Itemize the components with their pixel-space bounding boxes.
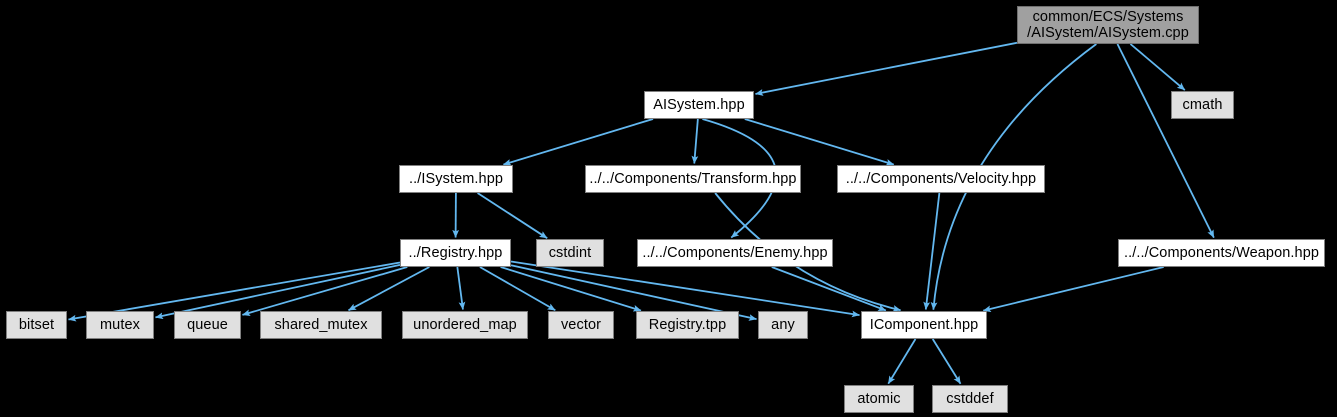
graph-node-aisystem_cpp[interactable]: common/ECS/Systems /AISystem/AISystem.cp… <box>1017 6 1199 44</box>
edge-icomponent_hpp-to-atomic <box>887 338 917 385</box>
edge-aisystem_hpp-to-isystem_hpp <box>503 118 654 166</box>
graph-node-queue[interactable]: queue <box>174 311 241 339</box>
graph-node-transform_hpp[interactable]: ../../Components/Transform.hpp <box>585 165 801 193</box>
graph-node-any[interactable]: any <box>758 311 808 339</box>
graph-node-enemy_hpp[interactable]: ../../Components/Enemy.hpp <box>637 239 833 267</box>
graph-node-velocity_hpp[interactable]: ../../Components/Velocity.hpp <box>837 165 1045 193</box>
graph-node-bitset[interactable]: bitset <box>6 311 67 339</box>
edge-aisystem_cpp-to-weapon_hpp <box>1116 43 1215 239</box>
edge-enemy_hpp-to-icomponent_hpp <box>771 266 887 312</box>
graph-node-cstddef[interactable]: cstddef <box>932 385 1008 413</box>
edge-weapon_hpp-to-icomponent_hpp <box>982 266 1164 313</box>
graph-node-unordered_map[interactable]: unordered_map <box>402 311 528 339</box>
graph-node-cstdint[interactable]: cstdint <box>536 239 604 267</box>
graph-node-isystem_hpp[interactable]: ../ISystem.hpp <box>399 165 513 193</box>
graph-node-weapon_hpp[interactable]: ../../Components/Weapon.hpp <box>1118 239 1325 267</box>
graph-node-mutex[interactable]: mutex <box>86 311 154 339</box>
edge-aisystem_hpp-to-velocity_hpp <box>744 118 895 166</box>
edge-registry_hpp-to-queue <box>242 266 408 317</box>
edge-aisystem_hpp-to-transform_hpp <box>691 118 699 164</box>
graph-node-vector[interactable]: vector <box>548 311 614 339</box>
edge-aisystem_cpp-to-aisystem_hpp <box>755 41 1018 96</box>
edge-velocity_hpp-to-icomponent_hpp <box>923 192 941 310</box>
graph-node-atomic[interactable]: atomic <box>844 385 914 413</box>
edge-registry_hpp-to-shared_mutex <box>348 266 430 312</box>
edge-registry_hpp-to-icomponent_hpp <box>510 260 860 318</box>
edge-isystem_hpp-to-cstdint <box>477 192 548 239</box>
edge-registry_hpp-to-vector <box>479 266 556 312</box>
graph-node-registry_tpp[interactable]: Registry.tpp <box>636 311 739 339</box>
edge-registry_hpp-to-unordered_map <box>456 266 466 310</box>
edge-registry_hpp-to-mutex <box>155 264 401 320</box>
graph-node-cmath[interactable]: cmath <box>1171 91 1234 119</box>
graph-node-aisystem_hpp[interactable]: AISystem.hpp <box>644 91 754 119</box>
edge-aisystem_cpp-to-cmath <box>1129 43 1186 91</box>
graph-node-icomponent_hpp[interactable]: IComponent.hpp <box>861 311 987 339</box>
graph-node-registry_hpp[interactable]: ../Registry.hpp <box>400 239 511 267</box>
graph-node-shared_mutex[interactable]: shared_mutex <box>260 311 382 339</box>
edge-registry_hpp-to-registry_tpp <box>500 266 642 312</box>
edge-icomponent_hpp-to-cstddef <box>931 338 962 385</box>
